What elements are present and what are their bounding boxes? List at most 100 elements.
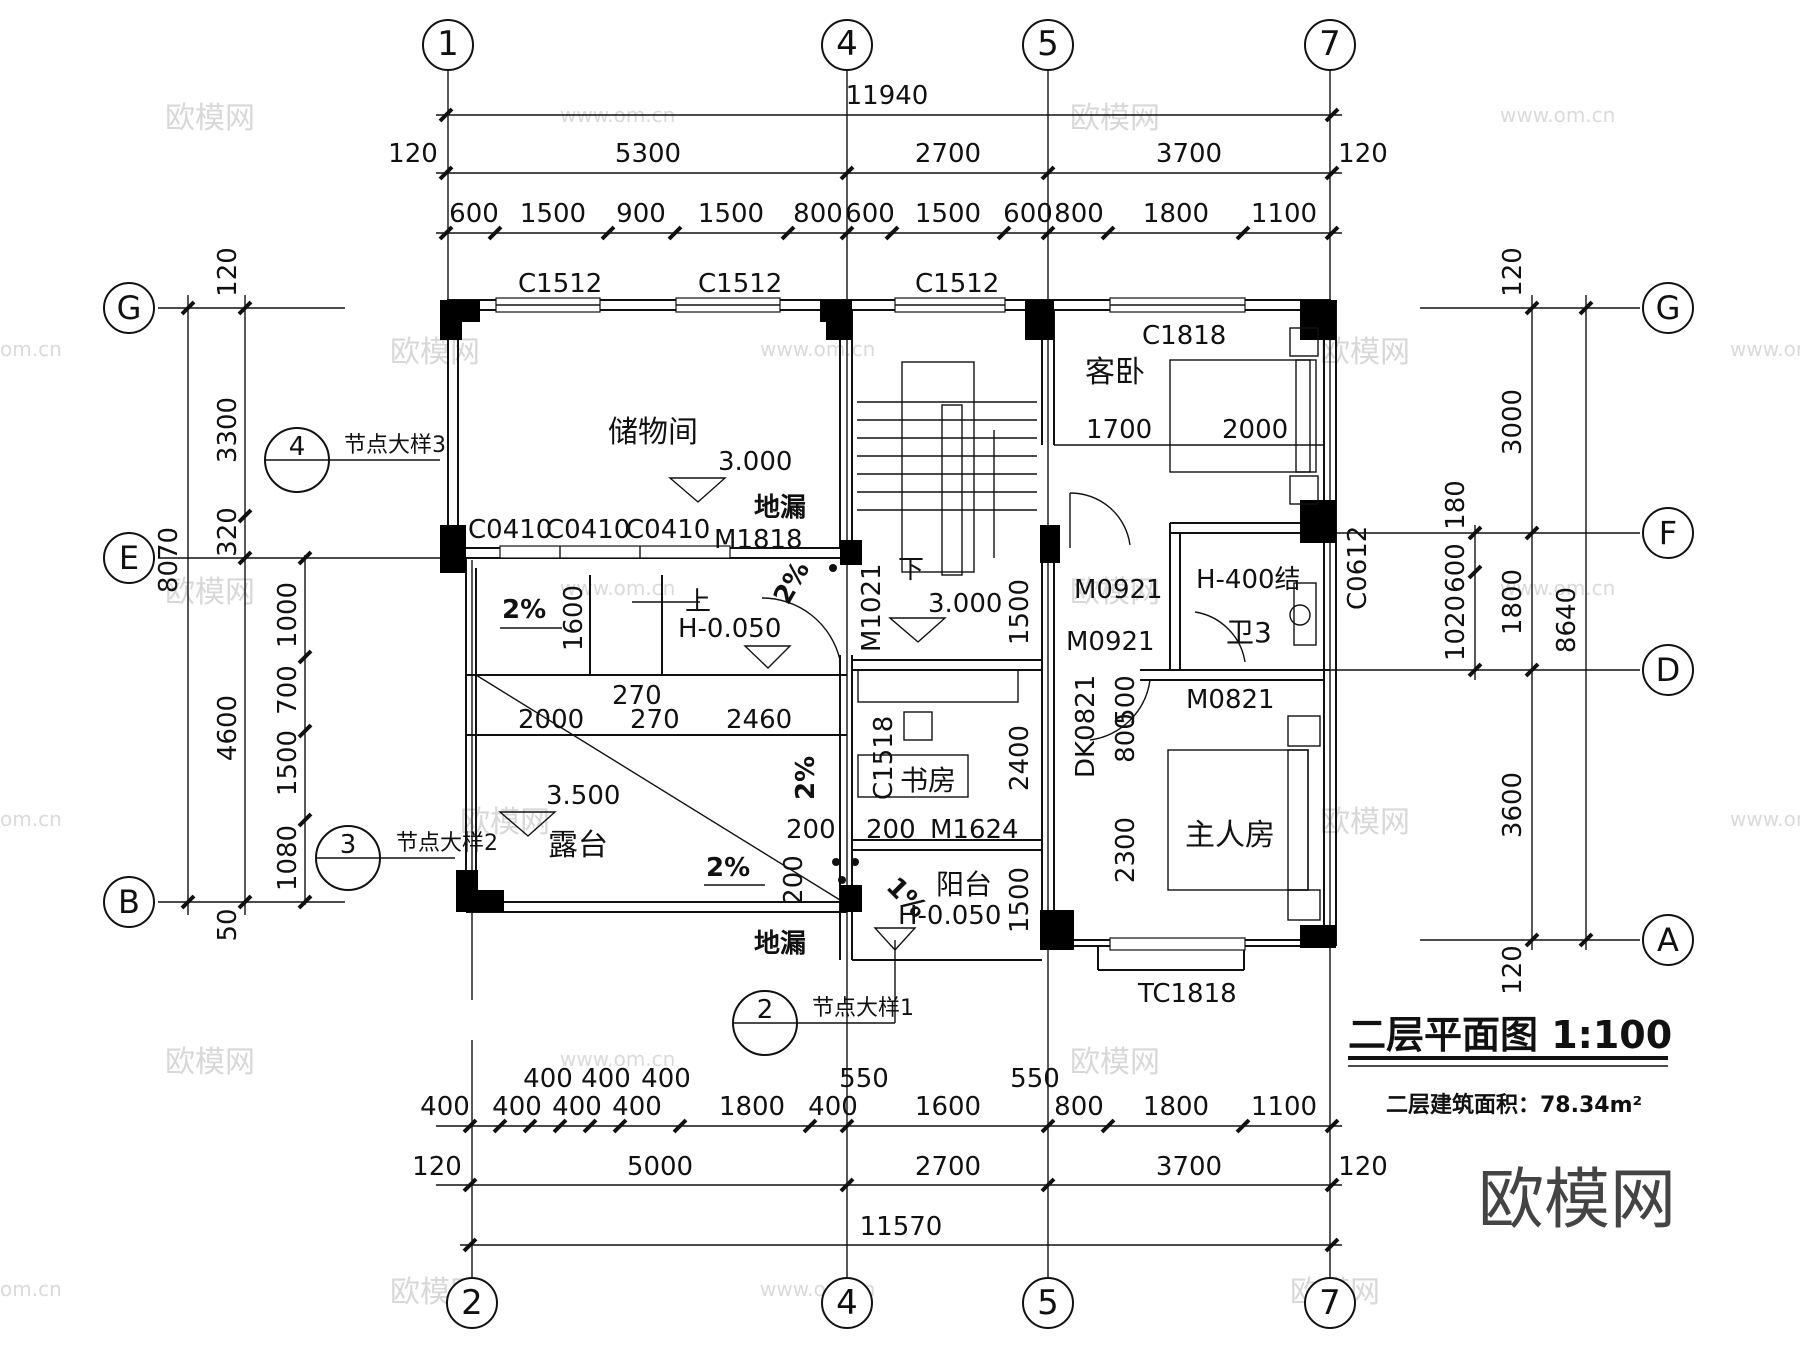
dimension-ticks bbox=[1467, 300, 1594, 948]
window-label: C0410 bbox=[468, 515, 552, 545]
axis-bubbles: 1 4 5 7 2 4 5 7 G E B G F D A bbox=[103, 19, 1694, 1329]
dimension-text: 1020 bbox=[1441, 595, 1471, 661]
detail-label: 节点大样3 bbox=[344, 433, 446, 458]
dimension-text: 3700 bbox=[1156, 1152, 1222, 1182]
axis-letter: G bbox=[117, 289, 142, 327]
dimension-text: 3000 bbox=[1498, 389, 1528, 455]
dimension-text: 400 bbox=[420, 1092, 470, 1122]
level-text: 3.500 bbox=[546, 781, 620, 811]
terrace-diagonal bbox=[475, 674, 841, 901]
watermark: 欧模网 bbox=[1320, 335, 1410, 370]
dimension-text: 5000 bbox=[627, 1152, 693, 1182]
column bbox=[440, 300, 480, 322]
brand-logo: 欧模网 bbox=[1478, 1161, 1676, 1238]
stair-label: 下 bbox=[898, 555, 924, 585]
watermark: 欧模网 bbox=[165, 101, 255, 136]
dimension-text: 400 bbox=[641, 1064, 691, 1094]
column bbox=[820, 300, 852, 322]
dimension-text: 2000 bbox=[518, 705, 584, 735]
dimension-text: 8640 bbox=[1552, 587, 1582, 653]
level-text: H-0.050 bbox=[898, 901, 1001, 931]
columns bbox=[440, 300, 1336, 950]
column bbox=[1300, 500, 1336, 543]
dimension-text: 1500 bbox=[698, 199, 764, 229]
detail-label: 节点大样1 bbox=[812, 996, 914, 1021]
dimensions-left: 8070 120 3300 320 4600 50 1000 700 1500 … bbox=[154, 247, 313, 942]
watermark: www.om.cn bbox=[1500, 576, 1615, 600]
door-label: DK0821 bbox=[1071, 675, 1101, 778]
bed-headboard bbox=[1287, 749, 1309, 891]
detail-number: 4 bbox=[289, 432, 306, 462]
watermark: 欧模网 bbox=[1070, 101, 1160, 136]
watermark: www.om.cn bbox=[560, 1047, 675, 1071]
dimension-text: 1100 bbox=[1251, 199, 1317, 229]
watermark: www.om.cn bbox=[1500, 103, 1615, 127]
room-label: 露台 bbox=[548, 828, 608, 863]
opening-labels: C1512 C1512 C1512 C1818 C0410 C0410 C041… bbox=[468, 269, 1373, 1009]
slope-label: 2% bbox=[502, 595, 546, 625]
level-marks: 3.000 3.000 3.500 H-0.050 H-0.050 bbox=[498, 447, 1002, 952]
dimension-text: 1800 bbox=[719, 1092, 785, 1122]
dimension-text: 120 bbox=[1498, 247, 1528, 297]
level-symbol bbox=[743, 645, 792, 669]
column bbox=[456, 890, 504, 912]
toilet bbox=[1293, 582, 1317, 646]
h-mark-label: H-400结 bbox=[1196, 565, 1301, 595]
level-text: H-0.050 bbox=[678, 614, 781, 644]
stair-treads bbox=[857, 401, 1037, 511]
bed-headboard bbox=[1295, 359, 1317, 473]
column bbox=[840, 540, 862, 565]
column bbox=[1300, 925, 1336, 948]
watermark: www.om.cn bbox=[560, 576, 675, 600]
door-label: M1624 bbox=[930, 815, 1019, 845]
dimension-text: 120 bbox=[213, 247, 243, 297]
level-symbol bbox=[498, 811, 557, 837]
dimension-text: 1800 bbox=[1143, 1092, 1209, 1122]
dimension-text: 200 bbox=[779, 855, 809, 905]
axis-bubble-4-bottom bbox=[821, 1277, 873, 1329]
window-label: C0612 bbox=[1343, 526, 1373, 610]
axis-bubble-2 bbox=[446, 1277, 498, 1329]
detail-callouts: 4 节点大样3 3 节点大样2 2 节点大样1 bbox=[264, 427, 914, 1056]
dimension-text: 50 bbox=[213, 908, 243, 941]
dimension-text: 600 bbox=[1003, 199, 1053, 229]
dimension-text: 11940 bbox=[846, 81, 929, 111]
floor-drain-icon bbox=[851, 858, 859, 866]
watermark: om.cn bbox=[0, 807, 62, 831]
axis-bubble-d-right bbox=[1642, 644, 1694, 696]
dimension-text: 1600 bbox=[915, 1092, 981, 1122]
dimension-text: 1080 bbox=[273, 825, 303, 891]
dimension-text: 1500 bbox=[273, 730, 303, 796]
dimension-ticks bbox=[438, 107, 1340, 241]
axis-bubble-g-right bbox=[1642, 282, 1694, 334]
axis-number: 4 bbox=[836, 1283, 858, 1323]
watermark: 欧模网 bbox=[390, 335, 480, 370]
room-label: 储物间 bbox=[608, 415, 698, 450]
watermark: 欧模网 bbox=[1070, 1045, 1160, 1080]
axis-letter: F bbox=[1659, 514, 1677, 552]
dimension-text: 11570 bbox=[860, 1212, 943, 1242]
staircase: 下 上 bbox=[632, 361, 1037, 617]
watermark: 欧模网 bbox=[165, 1045, 255, 1080]
dimension-text: 800 bbox=[1054, 1092, 1104, 1122]
dimension-text: 1500 bbox=[520, 199, 586, 229]
dimension-text: 200 bbox=[866, 815, 916, 845]
dimension-text: 320 bbox=[213, 507, 243, 557]
furniture bbox=[857, 327, 1321, 921]
door-label: M0921 bbox=[1066, 627, 1155, 657]
axis-number: 7 bbox=[1319, 1283, 1341, 1323]
dimension-text: 600 bbox=[449, 199, 499, 229]
nightstand bbox=[1287, 889, 1321, 921]
dimension-text: 1000 bbox=[273, 582, 303, 648]
dimension-text: 120 bbox=[412, 1152, 462, 1182]
level-symbol bbox=[873, 927, 917, 952]
dimension-text: 600 bbox=[1441, 543, 1471, 593]
room-label: 客卧 bbox=[1085, 355, 1145, 390]
dimension-text: 4600 bbox=[213, 695, 243, 761]
axis-bubble-4 bbox=[821, 19, 873, 71]
floor-drain-icon bbox=[838, 876, 846, 884]
door-swing bbox=[761, 597, 841, 661]
window-label: C1512 bbox=[915, 269, 999, 299]
window-label: C0410 bbox=[626, 515, 710, 545]
